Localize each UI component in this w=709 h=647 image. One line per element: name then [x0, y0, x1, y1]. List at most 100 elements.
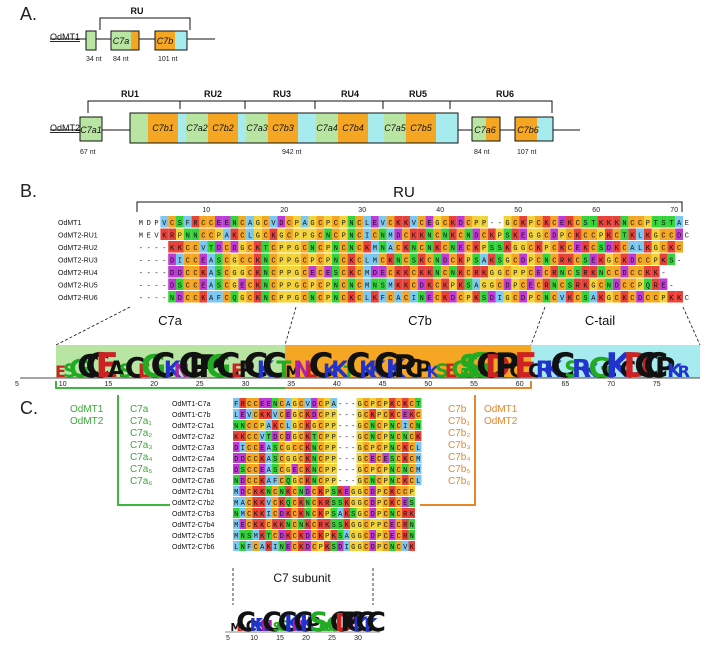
residue-letter: C	[287, 233, 291, 241]
residue-letter: D	[396, 233, 400, 241]
residue-letter: C	[459, 295, 463, 303]
c-residue-cell	[395, 398, 402, 408]
residue-letter: C	[646, 258, 650, 266]
c-residue-letter: K	[254, 489, 259, 497]
residue-letter: C	[560, 283, 564, 291]
c-residue-letter: P	[384, 434, 388, 442]
c-residue-letter: P	[410, 489, 414, 497]
gene2-nt-3: 84 nt	[474, 149, 490, 156]
c-residue-cell	[259, 508, 266, 518]
c-residue-cell	[369, 398, 376, 408]
c-residue-cell	[337, 530, 344, 540]
residue-letter: M	[139, 233, 143, 241]
logo-b-letter: T	[276, 358, 291, 383]
c-residue-letter: C	[397, 511, 401, 519]
c-residue-cell	[324, 442, 331, 452]
c-residue-letter: C	[247, 401, 251, 409]
residue-letter: G	[279, 233, 283, 241]
logo-c-letter: G	[326, 613, 342, 636]
c-residue-letter: E	[260, 467, 264, 475]
residue-letter: I	[365, 233, 369, 241]
logo-b-letter: C	[85, 346, 110, 386]
logo-b-letter: K	[545, 358, 563, 383]
c-residue-cell	[291, 420, 298, 430]
residue-letter: -	[139, 295, 143, 303]
residue-cell	[316, 291, 325, 303]
c-residue-cell	[265, 475, 272, 485]
c-residue-letter: L	[234, 544, 238, 552]
residue-letter: S	[576, 270, 580, 278]
c-residue-cell	[311, 420, 318, 430]
residue-letter: -	[669, 283, 673, 291]
logo-b-letter: C	[77, 349, 100, 385]
residue-cell	[558, 291, 566, 303]
c-residue-cell	[285, 497, 292, 507]
c-residue-letter: C	[397, 489, 401, 497]
residue-cell	[534, 228, 543, 240]
residue-letter: P	[154, 220, 158, 228]
residue-cell	[573, 241, 582, 253]
c-residue-cell	[330, 519, 337, 529]
residue-letter: D	[615, 283, 619, 291]
residue-letter: -	[162, 270, 166, 278]
residue-cell	[449, 216, 457, 228]
residue-letter: -	[147, 283, 151, 291]
c-residue-cell	[246, 442, 253, 452]
residue-cell	[378, 228, 387, 240]
c-residue-letter: C	[384, 412, 388, 420]
residue-letter: N	[193, 233, 197, 241]
c-residue-cell	[317, 497, 324, 507]
c-residue-cell	[291, 409, 298, 419]
residue-cell	[246, 291, 254, 303]
residue-cell	[285, 216, 293, 228]
c-residue-letter: A	[286, 401, 291, 409]
residue-letter: N	[349, 220, 353, 228]
residue-cell	[246, 266, 254, 278]
logo-b-letter: P	[189, 349, 212, 385]
residue-letter: C	[318, 270, 322, 278]
c-residue-cell	[324, 497, 331, 507]
c-residue-cell	[330, 475, 337, 485]
residue-cell	[441, 228, 449, 240]
residue-cell	[605, 291, 613, 303]
residue-letter: K	[396, 270, 401, 278]
c-residue-letter: -	[351, 434, 355, 442]
residue-letter: K	[451, 233, 456, 241]
residue-letter: P	[178, 233, 182, 241]
residue-letter: S	[498, 245, 502, 253]
ruler-tick-label: 20	[280, 207, 288, 214]
residue-cell	[620, 241, 629, 253]
c-residue-cell	[246, 475, 253, 485]
c-residue-cell	[363, 508, 370, 518]
gene1-nt-3: 101 nt	[158, 56, 178, 63]
c-residue-letter: K	[306, 423, 311, 431]
residue-cell	[410, 216, 418, 228]
residue-letter: K	[443, 295, 448, 303]
c-residue-cell	[285, 453, 292, 463]
logo-b-letter: E	[514, 346, 537, 386]
c-residue-cell	[233, 475, 240, 485]
c-residue-cell	[408, 442, 415, 452]
logo-b-axis-tick: 45	[379, 381, 387, 388]
c-residue-letter: S	[338, 500, 342, 508]
c-residue-letter: C	[384, 511, 388, 519]
residue-cell	[581, 228, 590, 240]
residue-letter: C	[186, 245, 190, 253]
c-residue-letter: C	[254, 456, 258, 464]
c-residue-letter: F	[247, 544, 251, 552]
c-residue-letter: C	[384, 500, 388, 508]
c-residue-letter: A	[332, 401, 337, 409]
c-residue-letter: K	[325, 522, 330, 530]
residue-cell	[332, 241, 340, 253]
c-residue-cell	[285, 530, 292, 540]
c-residue-letter: -	[338, 401, 342, 409]
c-residue-letter: N	[410, 533, 414, 541]
c-residue-cell	[369, 530, 376, 540]
residue-cell	[363, 216, 371, 228]
c-residue-cell	[402, 519, 409, 529]
c-residue-cell	[389, 475, 396, 485]
residue-cell	[527, 291, 535, 303]
residue-cell	[425, 266, 434, 278]
residue-cell	[527, 216, 535, 228]
